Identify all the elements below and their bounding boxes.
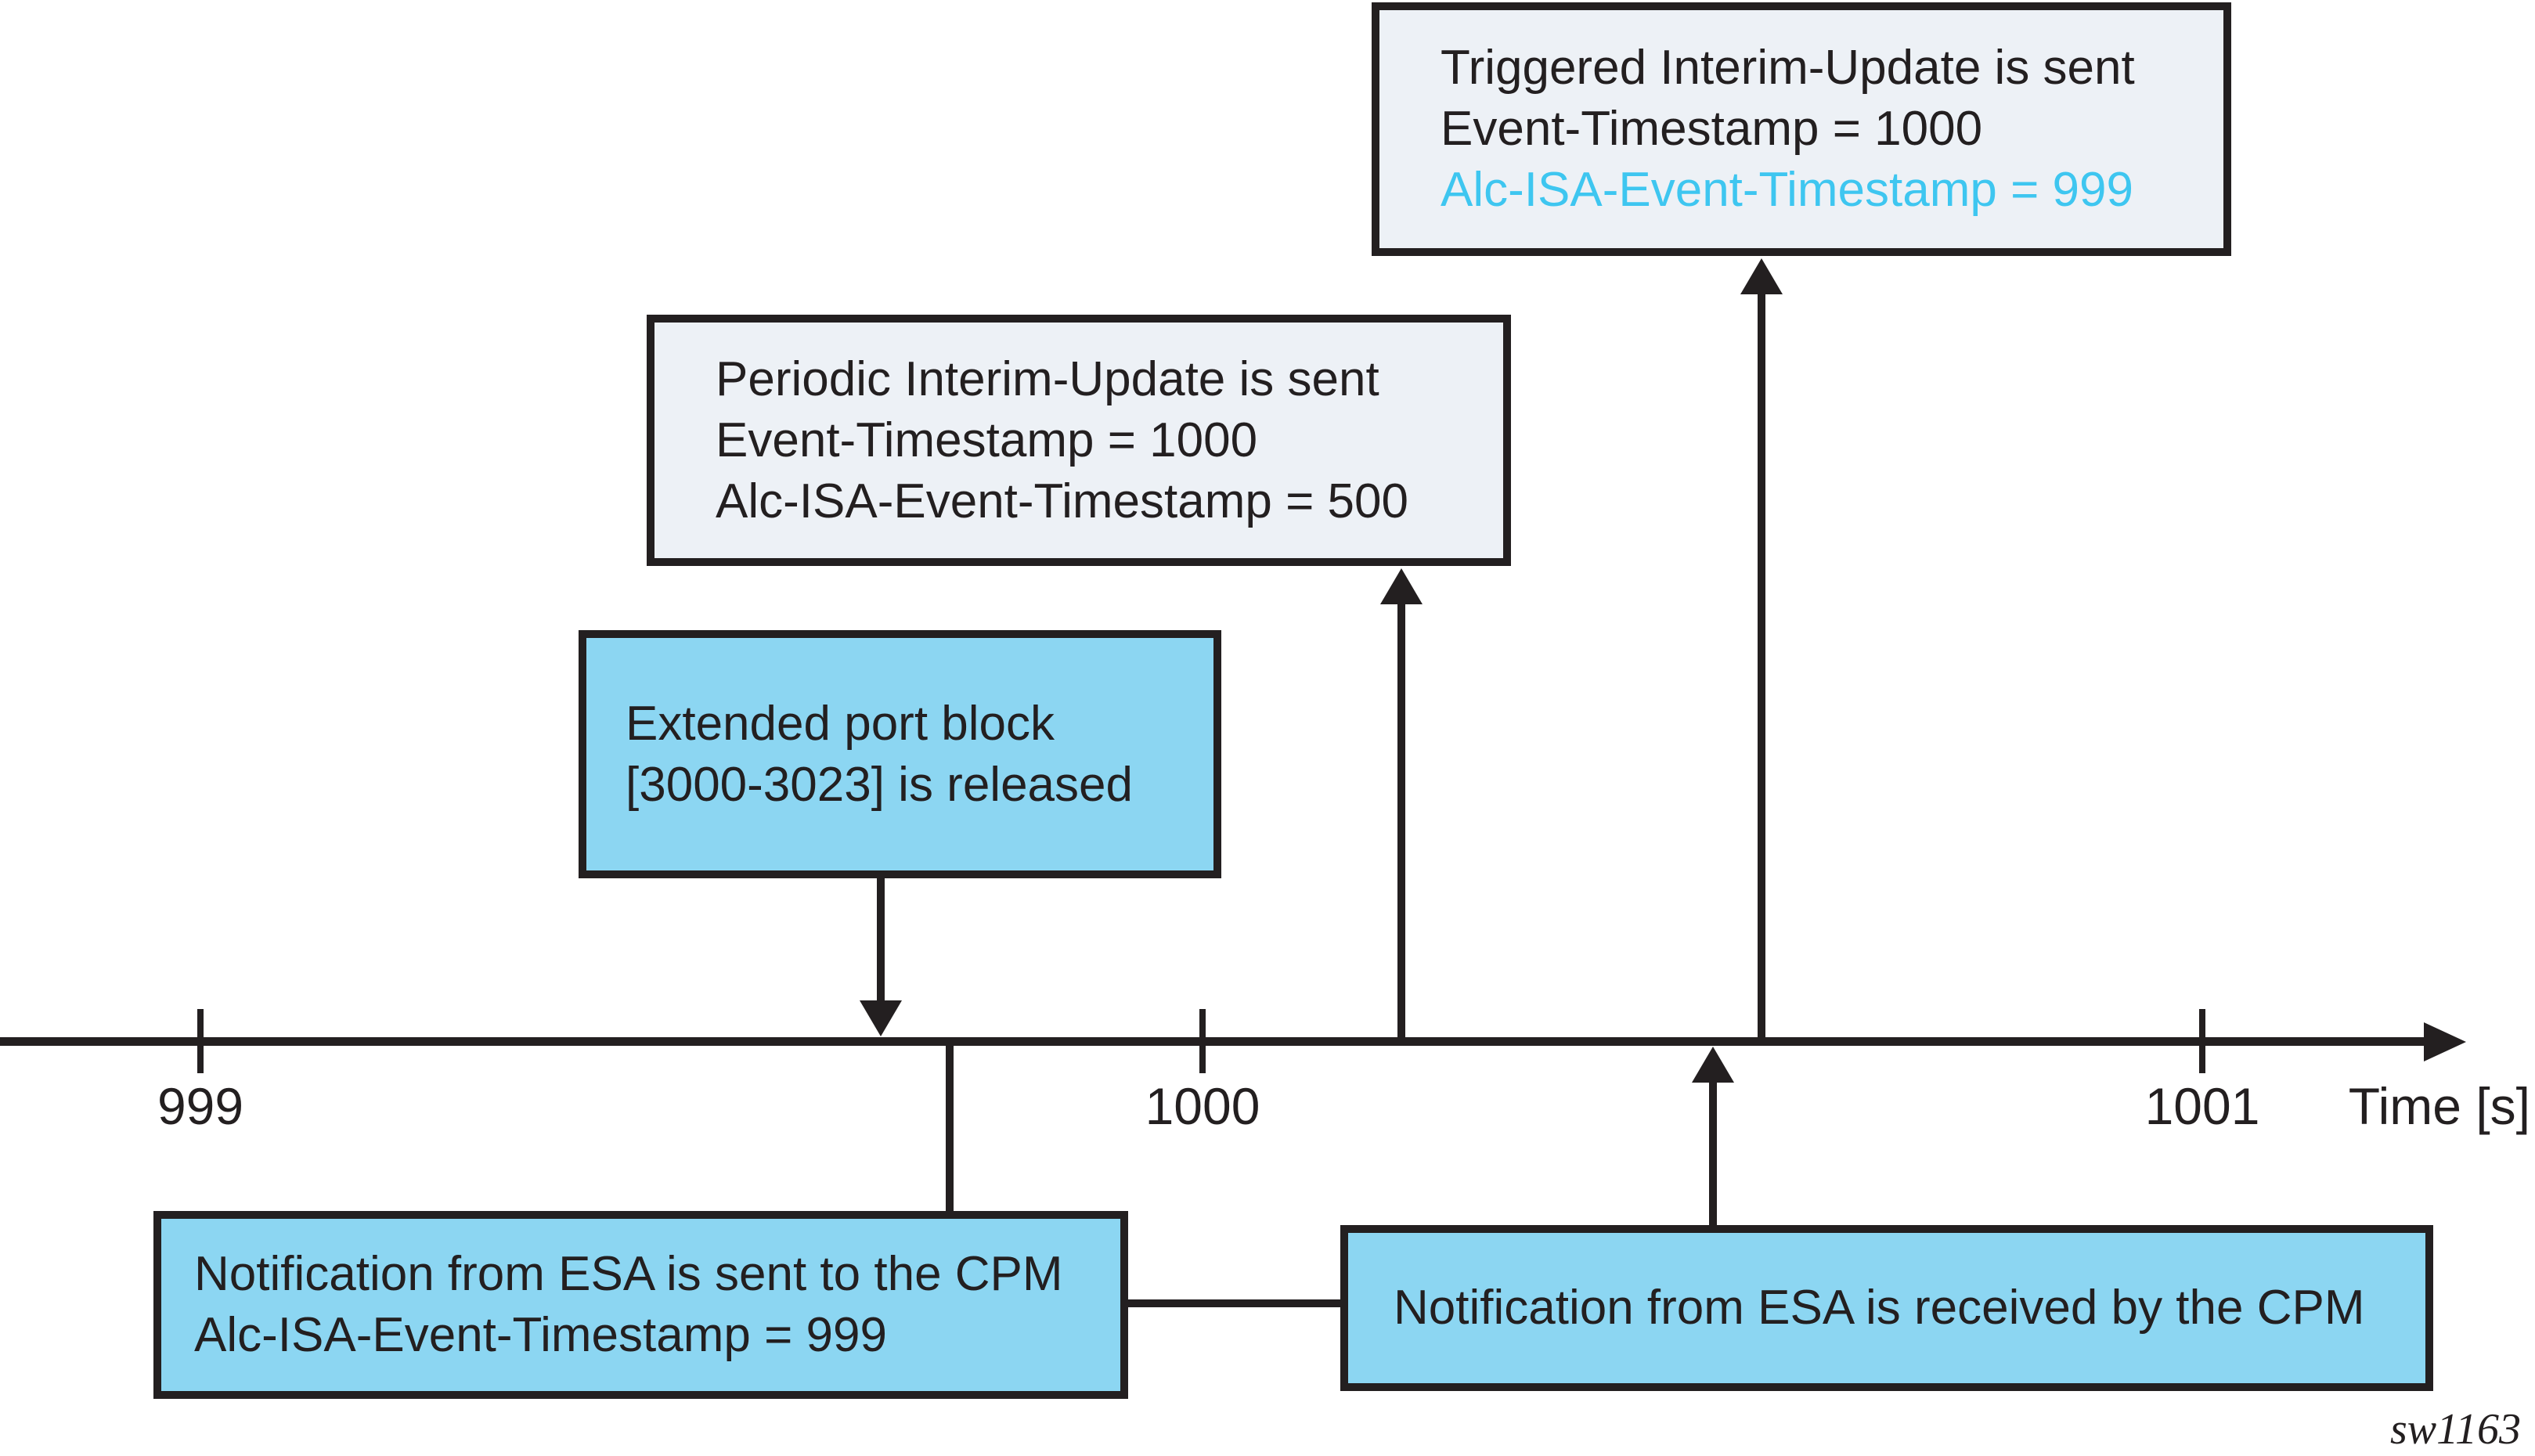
- figure-id-watermark: sw1163: [2390, 1405, 2521, 1454]
- triggered-interim-update-box: Triggered Interim-Update is sent Event-T…: [1372, 2, 2231, 256]
- periodic-box-line-1: Periodic Interim-Update is sent: [716, 351, 1379, 406]
- triggered-box-line-2: Event-Timestamp = 1000: [1441, 102, 1983, 156]
- time-axis-label: Time [s]: [2348, 1077, 2530, 1135]
- tick-999: [197, 1009, 204, 1073]
- periodic-interim-update-box: Periodic Interim-Update is sent Event-Ti…: [647, 315, 1511, 566]
- time-axis-arrowhead-icon: [2424, 1022, 2466, 1061]
- arrow-extended-to-axis-line: [877, 878, 885, 1005]
- notification-sent-box: Notification from ESA is sent to the CPM…: [153, 1211, 1128, 1399]
- arrow-axis-to-periodic-line: [1397, 601, 1405, 1041]
- notification-received-box: Notification from ESA is received by the…: [1340, 1225, 2433, 1391]
- arrow-axis-to-triggered-head-icon: [1740, 258, 1783, 294]
- extended-box-line-2: [3000-3023] is released: [626, 757, 1134, 812]
- sent-box-line-2: Alc-ISA-Event-Timestamp = 999: [194, 1308, 887, 1362]
- connector-sent-to-received: [1123, 1299, 1345, 1307]
- extended-port-block-released-box: Extended port block [3000-3023] is relea…: [579, 630, 1221, 878]
- received-box-line-1: Notification from ESA is received by the…: [1394, 1281, 2365, 1335]
- extended-box-line-1: Extended port block: [626, 696, 1055, 751]
- triggered-box-line-1: Triggered Interim-Update is sent: [1441, 41, 2135, 95]
- tick-label-999: 999: [157, 1077, 244, 1135]
- arrow-extended-to-axis-head-icon: [860, 1000, 902, 1036]
- tick-label-1000: 1000: [1145, 1077, 1260, 1135]
- arrow-received-to-axis-line: [1709, 1080, 1717, 1225]
- sent-box-line-1: Notification from ESA is sent to the CPM: [194, 1247, 1063, 1301]
- periodic-box-line-3: Alc-ISA-Event-Timestamp = 500: [716, 474, 1408, 528]
- tick-1001: [2199, 1009, 2205, 1073]
- tick-1000: [1199, 1009, 1206, 1073]
- arrow-received-to-axis-head-icon: [1692, 1047, 1734, 1083]
- periodic-box-line-2: Event-Timestamp = 1000: [716, 413, 1258, 467]
- tick-label-1001: 1001: [2144, 1077, 2260, 1135]
- arrow-axis-to-periodic-head-icon: [1380, 568, 1423, 604]
- triggered-box-line-3-highlight: Alc-ISA-Event-Timestamp = 999: [1441, 163, 2133, 217]
- time-axis-line: [0, 1037, 2429, 1046]
- arrow-axis-to-triggered-line: [1758, 291, 1765, 1041]
- connector-axis-to-sent-box: [946, 1041, 954, 1211]
